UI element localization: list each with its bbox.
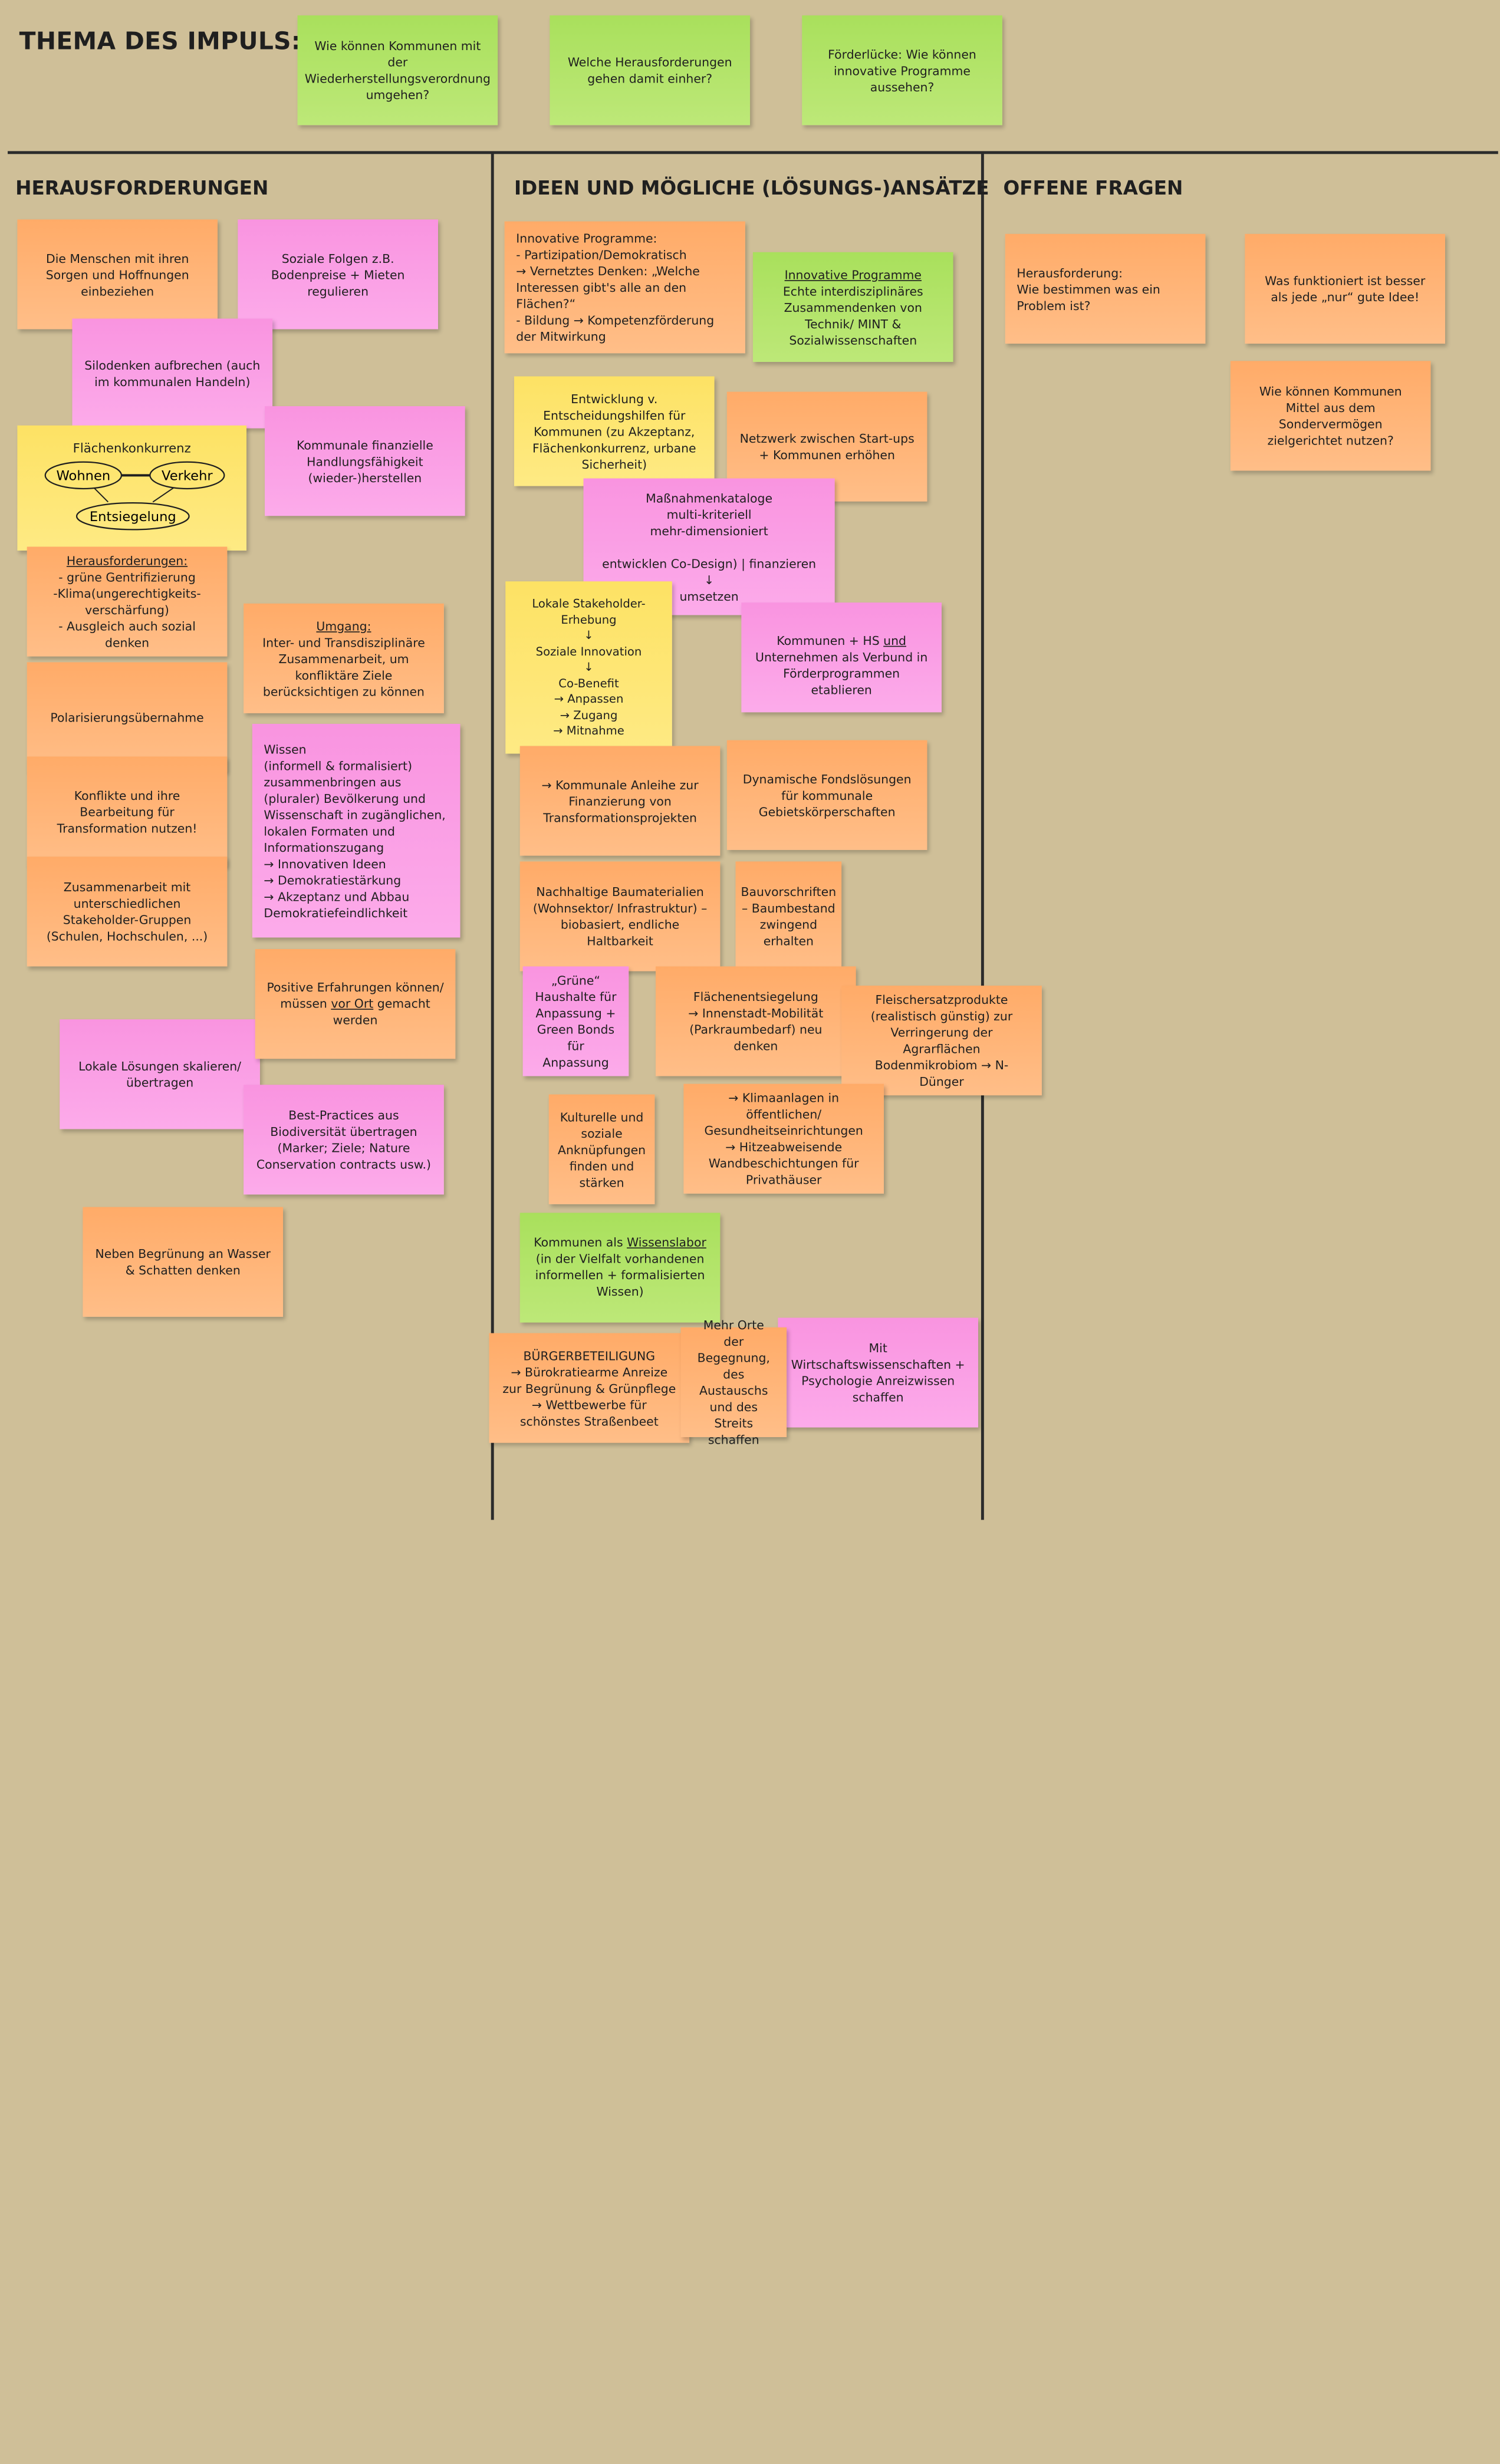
sticky-challenge[interactable]: Silodenken aufbrechen (auch im kommunale… xyxy=(72,318,273,429)
diagram-label-traffic: Verkehr xyxy=(162,468,213,483)
sticky-idea[interactable]: „Grüne“ Haushalte für Anpassung + Green … xyxy=(522,966,629,1076)
sticky-idea[interactable]: Mehr Orte der Begegnung, des Austauschs … xyxy=(680,1317,787,1447)
note-body: Inter- und Transdisziplinäre Zusammenarb… xyxy=(262,634,425,699)
board-title: THEMA DES IMPULS: xyxy=(19,27,301,55)
note-text: gemacht werden xyxy=(333,996,430,1027)
sticky-challenge[interactable]: Best-Practices aus Biodiversität übertra… xyxy=(244,1085,444,1195)
sticky-question-2[interactable]: Welche Herausforderungen gehen damit ein… xyxy=(550,15,751,126)
note-text: Kommunen als xyxy=(534,1235,627,1250)
sticky-challenge[interactable]: Konflikte und ihre Bearbeitung für Trans… xyxy=(27,756,228,867)
sticky-land-competition-diagram[interactable]: Flächenkonkurrenz Wohnen Verkehr Entsieg… xyxy=(17,425,247,551)
sticky-challenge[interactable]: Polarisierungsübernahme xyxy=(27,662,228,772)
sticky-idea[interactable]: Kommunen + HS und Unternehmen als Verbun… xyxy=(741,602,942,713)
sticky-idea[interactable]: Entwicklung v. Entscheidungshilfen für K… xyxy=(514,376,715,486)
note-body: Echte interdisziplinäres Zusammendenken … xyxy=(782,283,923,347)
diagram-title: Flächenkonkurrenz xyxy=(73,442,191,456)
land-competition-diagram: Wohnen Verkehr Entsiegelung xyxy=(44,461,225,531)
sticky-challenge[interactable]: Neben Begrünung an Wasser & Schatten den… xyxy=(83,1207,284,1317)
sticky-idea[interactable]: Lokale Stakeholder- Erhebung ↓ Soziale I… xyxy=(505,581,672,754)
diagram-label-housing: Wohnen xyxy=(57,468,111,483)
sticky-challenge[interactable]: Positive Erfahrungen können/ müssen vor … xyxy=(255,949,456,1059)
sticky-idea[interactable]: Fleischersatzprodukte (realistisch günst… xyxy=(841,986,1042,1096)
diagram-label-unsealing: Entsiegelung xyxy=(90,509,176,525)
column-divider-2 xyxy=(981,153,984,1520)
sticky-challenge[interactable]: Wissen (informell & formalisiert) zusamm… xyxy=(252,723,460,938)
sticky-challenge[interactable]: Die Menschen mit ihren Sorgen und Hoffnu… xyxy=(17,219,218,330)
sticky-question-3[interactable]: Förderlücke: Wie können innovative Progr… xyxy=(802,15,1002,126)
sticky-idea[interactable]: → Klimaanlagen in öffentlichen/ Gesundhe… xyxy=(683,1083,884,1194)
sticky-idea[interactable]: Flächenentsiegelung → Innenstadt-Mobilit… xyxy=(656,966,856,1076)
column-heading-challenges: HERAUSFORDERUNGEN xyxy=(15,176,269,200)
column-divider-1 xyxy=(491,153,494,1520)
note-heading: Umgang: xyxy=(316,618,371,633)
note-heading: Innovative Programme xyxy=(784,267,922,282)
sticky-open-question[interactable]: Wie können Kommunen Mittel aus dem Sonde… xyxy=(1230,361,1431,471)
sticky-idea[interactable]: Mit Wirtschaftswissenschaften + Psycholo… xyxy=(778,1317,979,1428)
note-text-underlined: vor Ort xyxy=(331,996,374,1011)
diagram-node-traffic xyxy=(149,461,225,490)
sticky-challenge[interactable]: Soziale Folgen z.B. Bodenpreise + Mieten… xyxy=(238,219,438,330)
sticky-idea[interactable]: Nachhaltige Baumaterialien (Wohnsektor/ … xyxy=(519,861,721,971)
sticky-open-question[interactable]: Herausforderung: Wie bestimmen was ein P… xyxy=(1005,233,1206,344)
note-text: Unternehmen als Verbund in Förderprogram… xyxy=(755,650,928,697)
sticky-idea[interactable]: BÜRGERBETEILIGUNG → Bürokratiearme Anrei… xyxy=(489,1333,690,1443)
sticky-challenge[interactable]: Kommunale finanzielle Handlungsfähigkeit… xyxy=(265,406,465,516)
sticky-challenge[interactable]: Herausforderungen: - grüne Gentrifizieru… xyxy=(27,546,228,657)
sticky-challenge[interactable]: Umgang: Inter- und Transdisziplinäre Zus… xyxy=(244,603,444,713)
note-text: Positive Erfahrungen können/ müssen xyxy=(267,980,444,1011)
sticky-idea[interactable]: Kulturelle und soziale Anknüpfungen find… xyxy=(548,1094,655,1204)
sticky-idea[interactable]: Dynamische Fondslösungen für kommunale G… xyxy=(726,740,927,850)
sticky-idea[interactable]: Innovative Programme Echte interdiszipli… xyxy=(752,252,953,362)
note-text-underlined: Wissenslabor xyxy=(627,1235,706,1250)
sticky-question-1[interactable]: Wie können Kommunen mit der Wiederherste… xyxy=(297,15,498,126)
sticky-idea[interactable]: Kommunen als Wissenslabor (in der Vielfa… xyxy=(519,1213,721,1323)
diagram-node-unsealing xyxy=(75,502,190,531)
sticky-idea[interactable]: → Kommunale Anleihe zur Finanzierung von… xyxy=(519,746,721,856)
sticky-idea[interactable]: Bauvorschriften – Baumbestand zwingend e… xyxy=(735,861,842,971)
diagram-node-housing xyxy=(44,461,123,490)
sticky-challenge[interactable]: Zusammenarbeit mit unterschiedlichen Sta… xyxy=(27,857,228,967)
note-text: (in der Vielfalt vorhandenen informellen… xyxy=(535,1251,705,1299)
note-text: Kommunen + HS xyxy=(777,633,884,648)
sticky-idea[interactable]: Innovative Programme: - Partizipation/De… xyxy=(504,221,745,354)
horizontal-divider xyxy=(8,151,1498,154)
sticky-challenge[interactable]: Lokale Lösungen skalieren/ übertragen xyxy=(60,1019,260,1129)
note-body: - grüne Gentrifizierung -Klima(ungerecht… xyxy=(53,569,201,650)
column-heading-ideas: IDEEN UND MÖGLICHE (LÖSUNGS-)ANSÄTZE xyxy=(514,176,989,200)
note-text-underlined: und xyxy=(883,633,906,648)
column-heading-open-questions: OFFENE FRAGEN xyxy=(1003,176,1183,200)
sticky-open-question[interactable]: Was funktioniert ist besser als jede „nu… xyxy=(1245,233,1445,344)
note-heading: Herausforderungen: xyxy=(66,553,188,568)
